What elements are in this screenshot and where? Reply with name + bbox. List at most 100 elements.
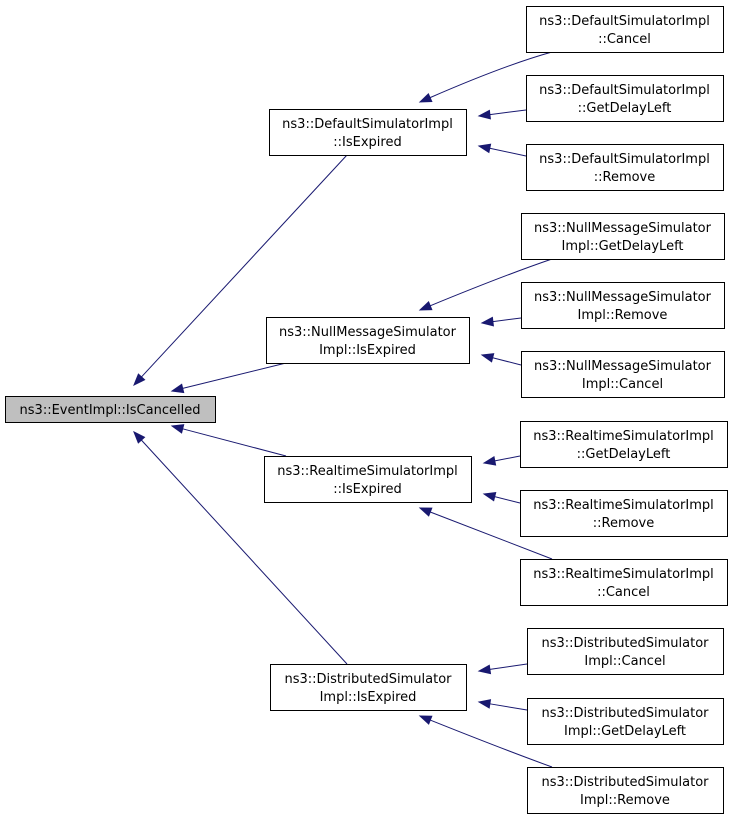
node-box xyxy=(527,698,724,745)
edge-line xyxy=(429,51,553,99)
node-box xyxy=(520,421,728,468)
node-label: ::Remove xyxy=(593,516,655,531)
edge-dist_cancel-to-dist_isexpired xyxy=(477,663,528,675)
edge-dist_remove-to-dist_isexpired xyxy=(418,715,553,768)
node-box xyxy=(527,628,724,675)
edge-line xyxy=(489,663,528,670)
node-label: ns3::EventImpl::IsCancelled xyxy=(20,403,201,418)
arrow-head xyxy=(133,430,146,444)
node-label: Impl::Cancel xyxy=(582,377,663,392)
node-label: Impl::Remove xyxy=(580,793,670,808)
node-label: ns3::RealtimeSimulatorImpl xyxy=(533,498,714,513)
edge-dsi_remove-to-dsi_isexpired xyxy=(477,143,527,157)
arrow-head xyxy=(477,664,492,675)
node-label: ::IsExpired xyxy=(333,135,401,150)
node-box xyxy=(520,490,728,537)
node-label: ns3::NullMessageSimulator xyxy=(279,325,457,340)
arrow-head xyxy=(482,455,497,466)
node-label: ::Remove xyxy=(594,170,656,185)
arrow-head xyxy=(418,92,433,103)
node-label: ns3::DistributedSimulator xyxy=(541,636,709,651)
edge-rts_isexpired-to-root xyxy=(170,424,287,457)
node-nms-getdelayleft[interactable]: ns3::NullMessageSimulatorImpl::GetDelayL… xyxy=(521,213,725,260)
node-dsi-remove[interactable]: ns3::DefaultSimulatorImpl::Remove xyxy=(526,144,724,191)
node-label: ns3::RealtimeSimulatorImpl xyxy=(533,567,714,582)
edge-line xyxy=(141,154,348,378)
node-box xyxy=(526,75,724,122)
node-box xyxy=(270,664,467,711)
node-label: Impl::IsExpired xyxy=(320,690,417,705)
node-label: Impl::GetDelayLeft xyxy=(561,239,683,254)
edge-line xyxy=(494,455,521,462)
node-label: Impl::IsExpired xyxy=(319,343,416,358)
node-label: ns3::DefaultSimulatorImpl xyxy=(282,117,453,132)
node-label: ns3::DefaultSimulatorImpl xyxy=(539,14,710,29)
edge-line xyxy=(489,147,527,157)
arrow-head xyxy=(418,507,433,517)
node-label: ns3::NullMessageSimulator xyxy=(534,290,712,305)
node-label: ns3::DistributedSimulator xyxy=(284,672,452,687)
node-dist-getdelayleft[interactable]: ns3::DistributedSimulatorImpl::GetDelayL… xyxy=(527,698,724,745)
node-box xyxy=(264,456,472,503)
edge-dsi_isexpired-to-root xyxy=(133,154,348,387)
node-label: ::GetDelayLeft xyxy=(578,101,672,116)
node-rts-getdelayleft[interactable]: ns3::RealtimeSimulatorImpl::GetDelayLeft xyxy=(520,421,728,468)
node-label: ns3::DefaultSimulatorImpl xyxy=(539,152,710,167)
node-dsi-cancel[interactable]: ns3::DefaultSimulatorImpl::Cancel xyxy=(526,6,724,53)
edge-line xyxy=(489,109,527,116)
edge-rts_getdelayleft-to-rts_isexpired xyxy=(482,455,521,466)
node-rts-isexpired[interactable]: ns3::RealtimeSimulatorImpl::IsExpired xyxy=(264,456,472,503)
arrow-head xyxy=(418,301,433,311)
node-box xyxy=(526,6,724,53)
arrow-head xyxy=(477,143,492,154)
node-label: ns3::NullMessageSimulator xyxy=(534,221,712,236)
edge-line xyxy=(492,317,522,323)
edge-dsi_getdelayleft-to-dsi_isexpired xyxy=(477,109,527,120)
arrow-head xyxy=(480,353,495,363)
edge-dist_getdelayleft-to-dist_isexpired xyxy=(477,699,528,711)
node-box xyxy=(521,213,725,260)
edge-line xyxy=(182,362,287,389)
node-label: ns3::DistributedSimulator xyxy=(541,775,709,790)
edge-rts_remove-to-rts_isexpired xyxy=(482,492,521,504)
node-dsi-getdelayleft[interactable]: ns3::DefaultSimulatorImpl::GetDelayLeft xyxy=(526,75,724,122)
node-box xyxy=(520,559,728,606)
edge-nms_getdelayleft-to-nms_isexpired xyxy=(418,258,553,311)
node-box xyxy=(521,282,725,329)
nodes-layer: ns3::EventImpl::IsCancelled ns3::DefaultS… xyxy=(5,6,728,814)
node-label: ns3::NullMessageSimulator xyxy=(534,359,712,374)
node-label: ::Cancel xyxy=(597,585,650,600)
node-box xyxy=(5,396,216,423)
edge-line xyxy=(494,496,521,504)
arrow-head xyxy=(480,316,494,327)
node-label: ::IsExpired xyxy=(333,482,401,497)
edge-line xyxy=(492,357,522,366)
node-label: Impl::GetDelayLeft xyxy=(564,724,686,739)
node-box xyxy=(266,317,470,364)
node-dsi-isexpired[interactable]: ns3::DefaultSimulatorImpl::IsExpired xyxy=(269,109,467,156)
node-label: ns3::RealtimeSimulatorImpl xyxy=(277,464,458,479)
node-root[interactable]: ns3::EventImpl::IsCancelled xyxy=(5,396,216,423)
node-box xyxy=(526,144,724,191)
edge-dsi_cancel-to-dsi_isexpired xyxy=(418,51,553,103)
edge-nms_remove-to-nms_isexpired xyxy=(480,316,522,327)
edge-nms_isexpired-to-root xyxy=(170,362,287,394)
node-label: ::GetDelayLeft xyxy=(577,447,671,462)
edge-line xyxy=(182,428,287,457)
edge-line xyxy=(430,511,553,560)
node-label: Impl::Cancel xyxy=(584,654,665,669)
node-rts-cancel[interactable]: ns3::RealtimeSimulatorImpl::Cancel xyxy=(520,559,728,606)
node-rts-remove[interactable]: ns3::RealtimeSimulatorImpl::Remove xyxy=(520,490,728,537)
node-box xyxy=(527,767,724,814)
arrow-head xyxy=(477,109,491,120)
node-box xyxy=(521,351,725,398)
arrow-head xyxy=(418,715,433,725)
node-label: ::Cancel xyxy=(598,32,651,47)
